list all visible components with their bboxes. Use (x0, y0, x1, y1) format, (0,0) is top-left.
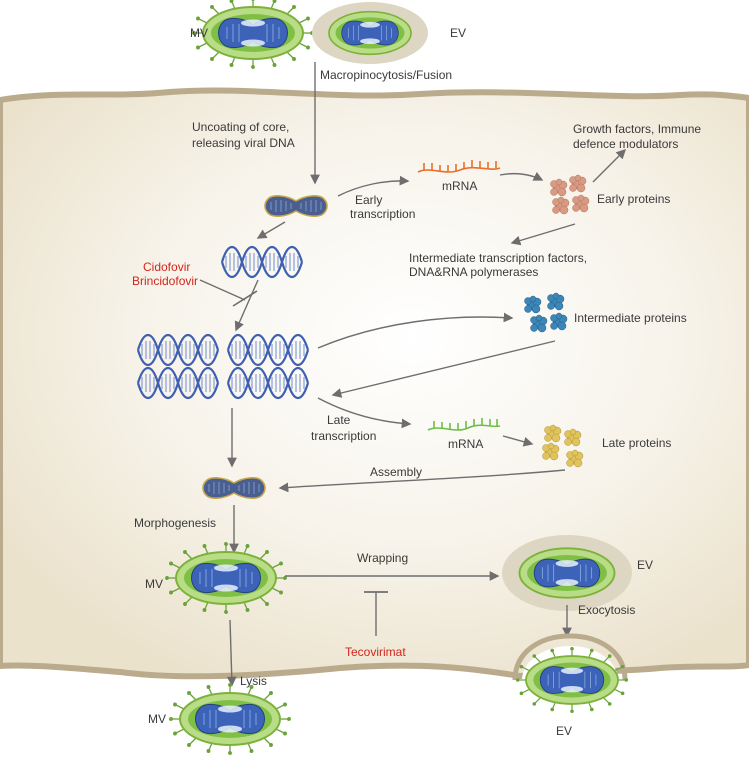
lysis-label: Lysis (240, 674, 267, 688)
early-mrna-label: mRNA (442, 179, 477, 193)
ev-bottom-label: EV (556, 724, 572, 738)
exocytosis-label: Exocytosis (578, 603, 635, 617)
early-transcription-label-1: Early (355, 193, 382, 207)
mv-mid-virion (165, 542, 287, 614)
late-transcription-arrow (317, 397, 412, 429)
mrna-to-early-proteins-arrow (499, 171, 544, 181)
mv-mid-label: MV (145, 577, 163, 591)
mv-top-virion (192, 0, 314, 69)
intermediate-proteins-to-dna-arrow (331, 340, 556, 398)
cidofovir-inhibition-bar (232, 290, 258, 307)
mv-top-label: MV (190, 26, 208, 40)
early-transcription-label-2: transcription (350, 207, 415, 221)
mv-bottom-virion (169, 683, 291, 755)
ev-top-virion (312, 2, 428, 64)
cidofovir-label: Cidofovir (143, 260, 190, 274)
early-proteins-to-growth-arrow (592, 148, 627, 183)
growth-factors-label-1: Growth factors, Immune (573, 122, 701, 136)
late-mrna (427, 418, 501, 431)
assembly-label: Assembly (370, 465, 422, 479)
late-transcription-label-2: transcription (311, 429, 376, 443)
late-proteins-label: Late proteins (602, 436, 671, 450)
early-proteins-to-tf-arrow (510, 223, 576, 246)
intermediate-tf-label-2: DNA&RNA polymerases (409, 265, 538, 279)
early-transcription-arrow (337, 175, 410, 197)
early-proteins-label: Early proteins (597, 192, 670, 206)
dna-to-intermediate-proteins-arrow (317, 312, 514, 349)
dna-replication-arrow (234, 279, 259, 332)
host-cell (0, 87, 749, 680)
ev-mid-label: EV (637, 558, 653, 572)
late-mrna-label: mRNA (448, 437, 483, 451)
intermediate-tf-label-1: Intermediate transcription factors, (409, 251, 587, 265)
brincidofovir-label: Brincidofovir (132, 274, 198, 288)
uncoating-label-2: releasing viral DNA (192, 136, 295, 150)
intermediate-proteins-label: Intermediate proteins (574, 311, 687, 325)
mrna-to-late-proteins-arrow (502, 435, 534, 447)
mv-bottom-label: MV (148, 712, 166, 726)
growth-factors-label-2: defence modulators (573, 137, 678, 151)
early-mrna (417, 160, 501, 173)
cidofovir-inhibition-line (199, 279, 246, 301)
ev-mid-virion (502, 535, 632, 611)
core-to-dna-arrow (256, 221, 286, 239)
morphogenesis-label: Morphogenesis (134, 516, 216, 530)
entry-label: Macropinocytosis/Fusion (320, 68, 452, 82)
uncoating-label-1: Uncoating of core, (192, 120, 289, 134)
wrapping-label: Wrapping (357, 551, 408, 565)
late-transcription-label-1: Late (327, 413, 351, 427)
lysis-arrow (226, 619, 237, 687)
ev-top-label: EV (450, 26, 466, 40)
exocytosis-vesicle (512, 633, 629, 714)
tecovirimat-label: Tecovirimat (345, 645, 406, 659)
assembly-arrow (278, 469, 566, 493)
